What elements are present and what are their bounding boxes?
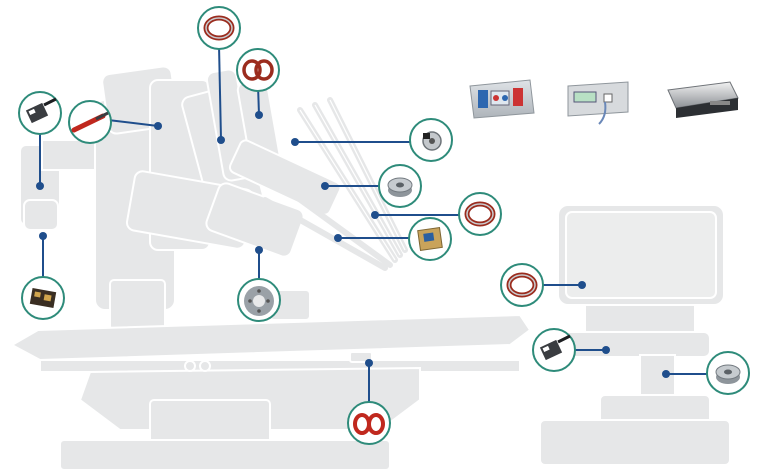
load-cell-callout-2 (706, 351, 750, 395)
hub-callout (237, 278, 281, 322)
hub-disc-icon (244, 286, 274, 316)
sensor-callout-left (18, 91, 62, 135)
pcb-callout (408, 217, 452, 261)
sensor-callout-console (532, 328, 576, 372)
load-cell-callout-1 (378, 164, 422, 208)
encoder-callout (409, 118, 453, 162)
insufflator-unit (567, 81, 629, 125)
oring-callout-table (347, 401, 391, 445)
probe-callout-left (68, 100, 112, 144)
thin-section-bearing-icon (203, 15, 235, 41)
pcb-module-icon (417, 227, 443, 251)
encoder-icon (422, 131, 442, 151)
board-callout-left (21, 276, 65, 320)
callout-dots (36, 111, 670, 378)
red-probe-icon (71, 111, 109, 133)
thin-section-bearing-icon (506, 272, 538, 298)
o-ring-pair-icon (353, 413, 385, 435)
load-cell-icon (715, 364, 741, 384)
callout-lines (39, 44, 707, 402)
load-cell-icon (387, 177, 413, 197)
sensor-module-icon (539, 334, 571, 361)
bearing-callout-right (458, 192, 502, 236)
o-ring-pair-icon (242, 59, 274, 81)
thin-section-bearing-icon (464, 201, 496, 227)
bearing-callout-monitor (500, 263, 544, 307)
operating-table (9, 313, 532, 471)
oring-callout-top (236, 48, 280, 92)
robot-silhouette (19, 65, 342, 331)
bearing-callout-top (197, 6, 241, 50)
sensor-module-icon (25, 97, 57, 124)
circuit-board-icon (29, 288, 57, 308)
video-processor-box (667, 81, 739, 118)
electrosurgical-generator (469, 79, 535, 119)
